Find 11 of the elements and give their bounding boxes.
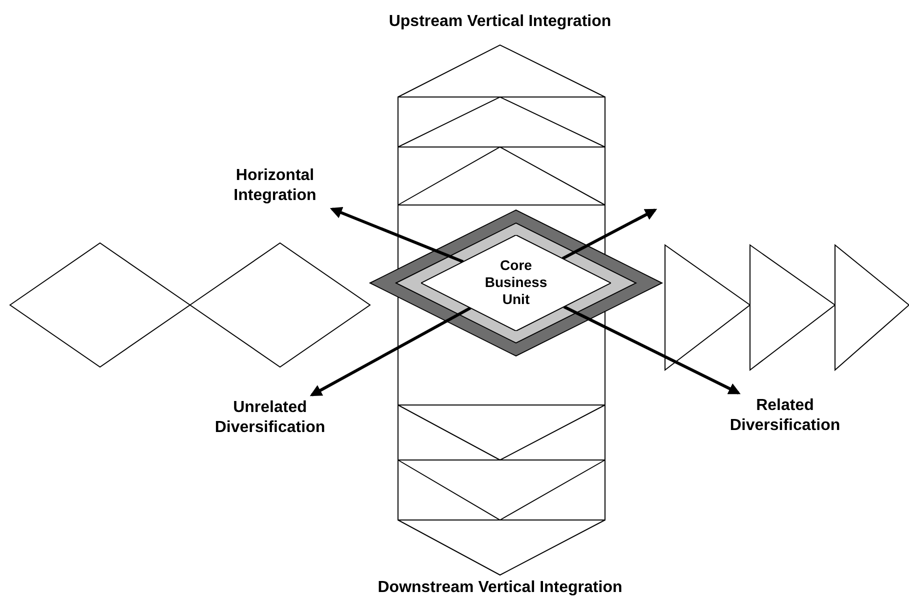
arrow: [563, 305, 741, 394]
node-text: Core Business Unit: [484, 257, 548, 308]
arrow: [562, 208, 658, 260]
strategy-label: Unrelated Diversification: [190, 395, 350, 441]
core-diamond: [421, 235, 611, 331]
direction-label: Upstream Vertical Integration: [388, 12, 612, 32]
strategy-label: Horizontal Integration: [205, 163, 345, 209]
strategy-label: Related Diversification: [700, 393, 870, 439]
arrow: [330, 207, 464, 264]
direction-label: Downstream Vertical Integration: [376, 578, 624, 598]
arrow: [310, 306, 472, 396]
